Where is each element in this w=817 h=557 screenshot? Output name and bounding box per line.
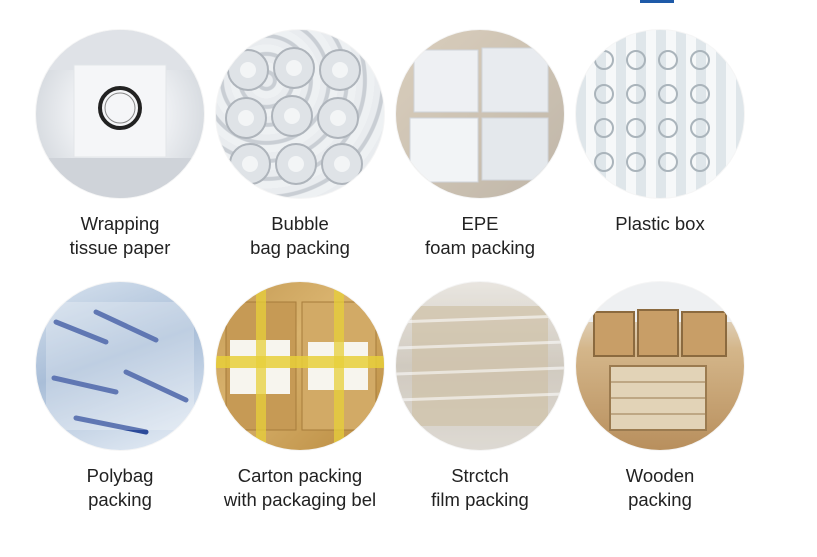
label-line2: foam packing (424, 237, 536, 258)
packing-item-carton: Carton packing with packaging bel (210, 282, 390, 512)
accent-bar (640, 0, 674, 3)
label-line2: packing (88, 489, 152, 510)
label-line1: Bubble (271, 213, 329, 234)
packing-item-bubble: Bubble bag packing (210, 30, 390, 260)
packing-item-wooden: Wooden packing (570, 282, 750, 512)
label-line2: with packaging bel (223, 489, 377, 510)
packing-item-plastic-box: Plastic box (570, 30, 750, 236)
packing-item-polybag: Polybag packing (30, 282, 210, 512)
label-line1: Plastic box (615, 213, 705, 234)
label-line1: Polybag (86, 465, 154, 486)
epe-foam-photo (396, 30, 564, 198)
label-line1: Carton packing (237, 465, 363, 486)
label-line1: Strctch (451, 465, 509, 486)
plastic-box-photo (576, 30, 744, 198)
polybag-photo (36, 282, 204, 450)
bubble-bag-photo (216, 30, 384, 198)
label-line2: tissue paper (69, 237, 171, 258)
stretch-film-photo (396, 282, 564, 450)
label-line2: bag packing (250, 237, 350, 258)
label-line1: Wooden (625, 465, 695, 486)
packing-item-tissue: Wrapping tissue paper (30, 30, 210, 260)
packing-item-stretch-film: Strctch film packing (390, 282, 570, 512)
tissue-paper-photo (36, 30, 204, 198)
label-line2: film packing (431, 489, 529, 510)
label-line2: packing (628, 489, 692, 510)
carton-photo (216, 282, 384, 450)
wooden-crate-photo (576, 282, 744, 450)
label-line1: EPE (461, 213, 499, 234)
label-line1: Wrapping (80, 213, 160, 234)
packing-item-epe: EPE foam packing (390, 30, 570, 260)
